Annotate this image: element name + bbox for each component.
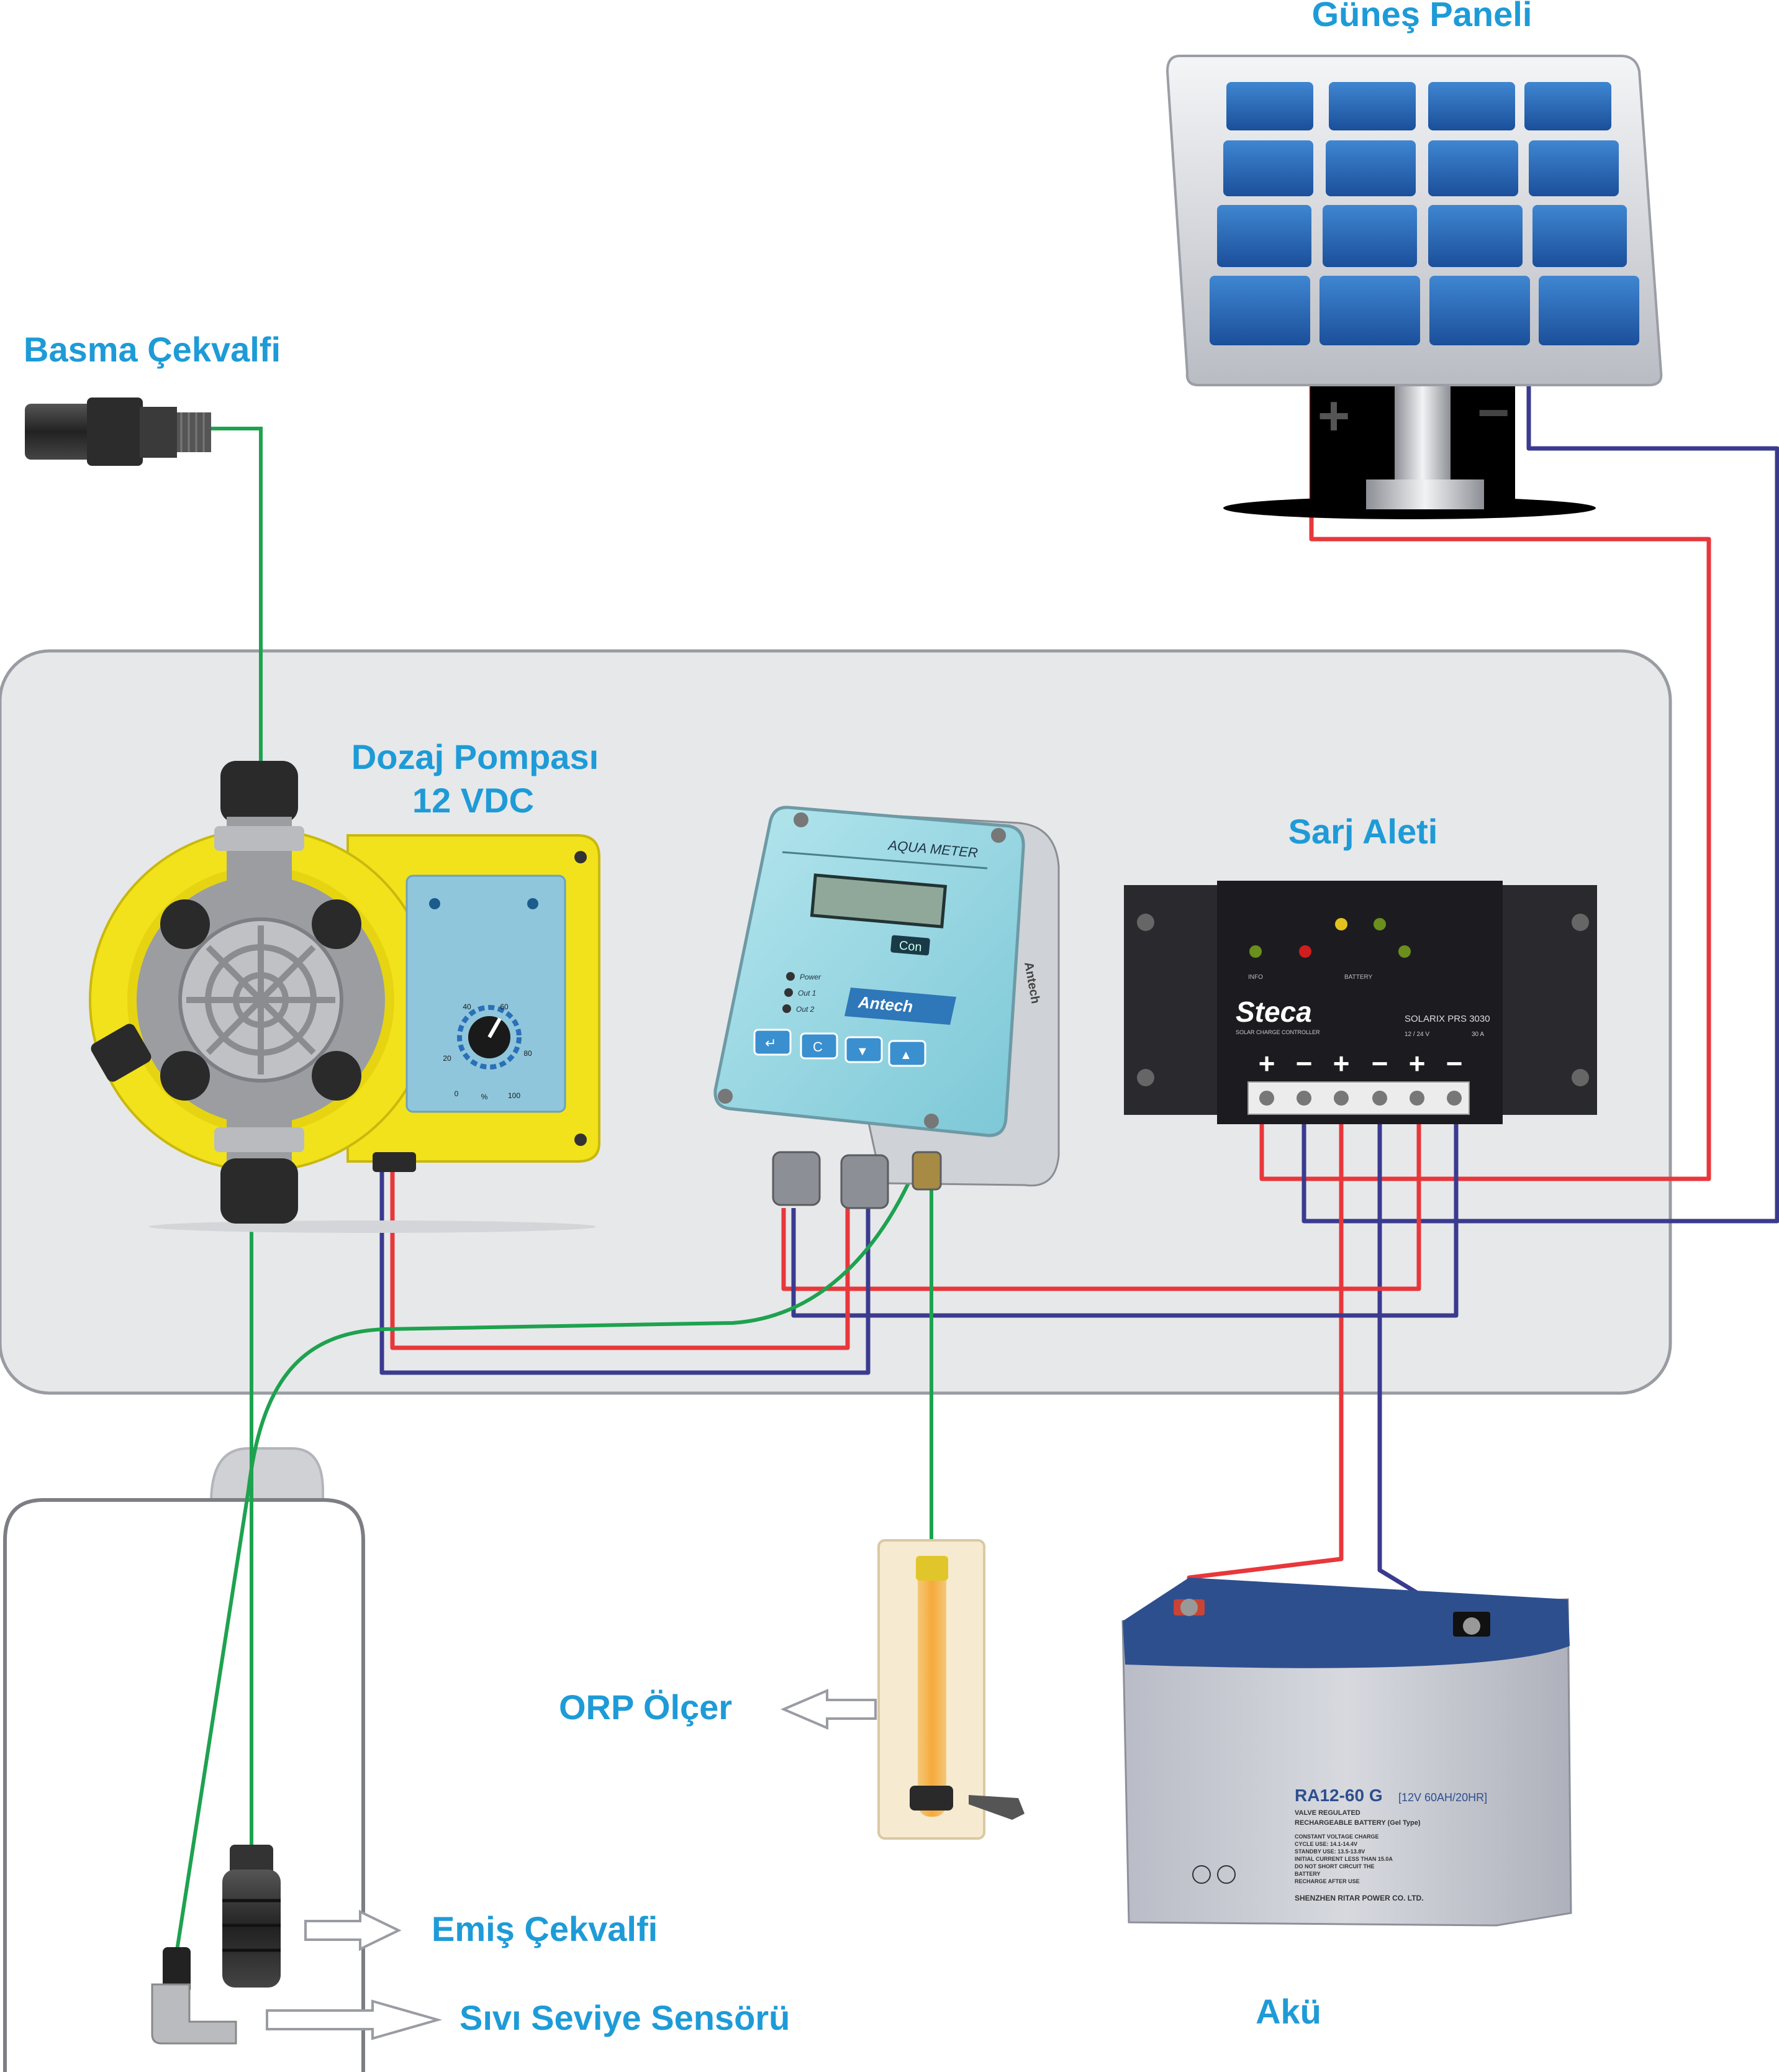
meter-key-up: ▲ [900,1048,912,1062]
wire-solar-negative [1301,385,1779,1224]
pump-dial-unit: % [481,1093,488,1101]
label-dosing-pump: Dozaj Pompası [351,737,599,776]
label-solar-panel: Güneş Paneli [1312,0,1532,34]
solar-panel: + − [1166,55,1663,519]
wire-pump-positive [390,1161,850,1350]
meter-display [810,873,948,929]
svg-text:Out 1: Out 1 [798,989,816,997]
discharge-check-valve [25,398,211,466]
arrow-to-orp [780,1688,877,1730]
line-discharge [211,427,263,764]
svg-text:+: + [1259,1047,1275,1079]
pump-dial-tick-80: 80 [523,1049,532,1058]
svg-text:Power: Power [800,973,822,981]
battery-line-1: VALVE REGULATED [1295,1809,1360,1817]
battery-maker: SHENZHEN RITAR POWER CO. LTD. [1295,1894,1424,1902]
line-level-sensor [175,1173,915,1951]
panel-post [1395,379,1451,488]
battery-spec-6: BATTERY [1295,1871,1321,1877]
label-suction-valve: Emiş Çekvalfi [432,1909,658,1948]
controller-brand-sub: SOLAR CHARGE CONTROLLER [1236,1029,1320,1035]
label-discharge-check-valve: Basma Çekvalfi [24,330,281,369]
svg-text:−: − [1296,1047,1313,1079]
pump-dial-tick-0: 0 [455,1089,459,1098]
dosing-pump: 0 20 40 60 80 100 % [89,761,600,1233]
pump-dial-tick-60: 60 [500,1002,509,1011]
label-charge-controller: Sarj Aleti [1288,812,1438,851]
level-sensor [151,1947,237,2045]
meter-key-down: ▼ [856,1045,869,1058]
label-dosing-pump-voltage: 12 VDC [412,781,534,820]
controller-info-label: INFO [1248,974,1263,981]
battery-line-2: RECHARGEABLE BATTERY (Gel Type) [1295,1819,1421,1827]
meter-keypad: ↵ C ▼ ▲ [753,1029,926,1067]
aqua-meter: AQUA METER Con Power Out 1 Out 2 Antech … [713,806,1060,1209]
pointer-arrows [266,1688,877,2040]
controller-voltage: 12 / 24 V [1405,1031,1429,1038]
pump-dial-tick-100: 100 [508,1091,520,1100]
svg-text:−: − [1446,1047,1463,1079]
svg-text:+: + [1333,1047,1350,1079]
pump-dial-tick-20: 20 [443,1054,451,1063]
orp-probe [877,1539,1025,1840]
battery-spec-5: DO NOT SHORT CIRCUIT THE [1295,1863,1375,1870]
svg-text:Out 2: Out 2 [796,1005,815,1014]
meter-key-clear: C [813,1039,823,1055]
battery-spec-7: RECHARGE AFTER USE [1295,1878,1360,1884]
arrow-to-suction-valve [304,1909,402,1952]
meter-key-enter: ↵ [765,1035,776,1051]
battery-spec-3: STANDBY USE: 13.5-13.8V [1295,1848,1365,1855]
svg-text:−: − [1372,1047,1388,1079]
battery-spec-1: CONSTANT VOLTAGE CHARGE [1295,1833,1379,1840]
battery-spec-4: INITIAL CURRENT LESS THAN 15.0A [1295,1856,1393,1862]
wire-load-negative [791,1118,1459,1318]
label-orp-meter: ORP Ölçer [559,1688,732,1727]
wiring [379,385,1779,1628]
pump-dial-tick-40: 40 [463,1002,471,1011]
arrow-to-level-sensor [266,1999,443,2040]
battery-rating: [12V 60AH/20HR] [1398,1791,1487,1804]
suction-check-valve [222,1845,281,1988]
labels: Güneş Paneli Basma Çekvalfi Dozaj Pompas… [24,0,1532,2037]
wire-load-positive [781,1118,1421,1291]
controller-brand: Steca [1236,996,1312,1028]
label-level-sensor: Sıvı Seviye Sensörü [459,1998,790,2037]
svg-text:+: + [1409,1047,1426,1079]
battery: RA12-60 G [12V 60AH/20HR] VALVE REGULATE… [1121,1578,1572,1927]
controller-current: 30 A [1472,1031,1484,1038]
label-battery: Akü [1256,1992,1321,2031]
wire-pump-negative [379,1161,871,1375]
controller-battery-label: BATTERY [1344,974,1373,981]
meter-con-button: Con [899,938,922,954]
battery-spec-2: CYCLE USE: 14.1-14.4V [1295,1841,1357,1847]
controller-terminal-signs: + − + − + − [1259,1047,1463,1079]
signal-lines [175,427,933,1951]
battery-model: RA12-60 G [1295,1786,1383,1805]
meter-leds: Power Out 1 Out 2 [782,972,822,1014]
solar-minus-sign: − [1477,382,1510,444]
charge-controller: INFO BATTERY Steca SOLAR CHARGE CONTROLL… [1124,881,1597,1124]
controller-model: SOLARIX PRS 3030 [1405,1014,1490,1024]
solar-cells [1210,82,1639,345]
solar-plus-sign: + [1318,385,1351,447]
